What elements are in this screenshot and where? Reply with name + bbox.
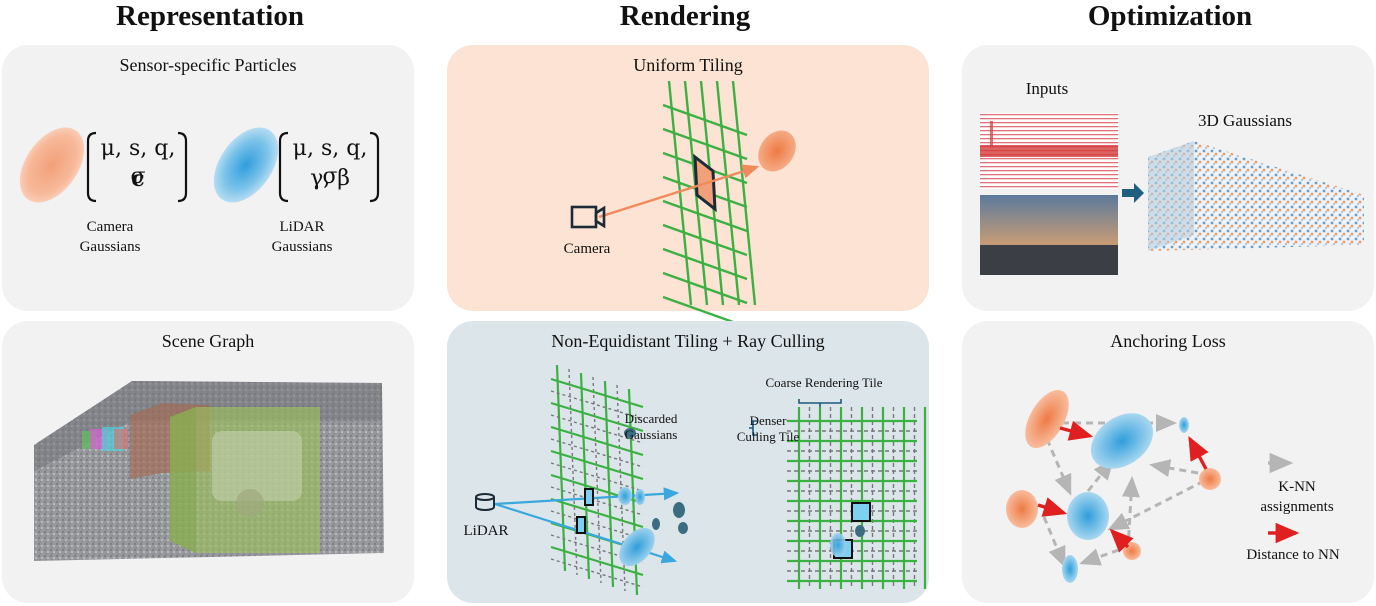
grid-line — [550, 390, 644, 420]
grid-line — [550, 414, 644, 444]
grid-line — [550, 558, 644, 588]
camera-gaussian-shape — [19, 127, 85, 203]
grid-line — [731, 80, 757, 306]
panel-title: Non-Equidistant Tiling + Ray Culling — [551, 331, 825, 351]
non-equidistant-figure — [475, 364, 927, 596]
optimization-inputs-figure — [980, 113, 1364, 275]
grid-line — [715, 80, 741, 306]
uniform-tiling-figure — [570, 80, 796, 329]
grid-line — [555, 364, 567, 572]
grid-line — [592, 376, 602, 584]
coarse-rendering-tile-label: Coarse Rendering Tile — [765, 375, 883, 390]
grid-line — [662, 103, 748, 137]
lidar-label: LiDAR — [463, 523, 509, 539]
panel-title: Sensor-specific Particles — [119, 55, 297, 75]
grid-line — [550, 510, 644, 540]
panel-sensor-particles: Sensor-specific Particles μ, s, q, σ c μ… — [2, 45, 414, 311]
panel-uniform-tiling: Uniform Tiling Camera — [447, 45, 929, 329]
grid-line — [550, 425, 644, 457]
grid-line — [550, 401, 644, 433]
grid-line — [550, 449, 644, 481]
grid-line — [579, 372, 591, 580]
camera-params-row1: μ, s, q, σ — [100, 136, 176, 189]
scene-graph-figure — [34, 381, 384, 561]
panel-title: Anchoring Loss — [1110, 331, 1226, 351]
panel-title: Scene Graph — [161, 331, 255, 351]
lidar-gaussian-shape — [213, 127, 279, 203]
column-title-representation: Representation — [116, 0, 304, 32]
camera-params-row2: c — [131, 166, 145, 192]
lidar-icon — [475, 493, 495, 511]
grid-line — [550, 462, 644, 492]
distance-legend-label: Distance to NN — [1246, 547, 1340, 563]
inputs-label: Inputs — [1025, 79, 1069, 98]
grid-line — [603, 380, 615, 588]
panel-anchoring-loss: Anchoring Loss — [962, 321, 1374, 603]
grid-line — [550, 486, 644, 516]
grid-line — [616, 384, 626, 592]
grid-line — [568, 368, 578, 576]
camera-icon — [570, 205, 606, 229]
lidar-params-row2: γ, β — [310, 166, 350, 191]
panel-optimization-inputs: Inputs 3D Gaussians — [962, 45, 1374, 311]
panel-title: Uniform Tiling — [633, 55, 743, 75]
grid-line — [550, 497, 644, 529]
camera-label: Camera — [563, 241, 611, 257]
particles-figure — [19, 127, 380, 203]
grid-line — [550, 438, 644, 468]
grid-line — [662, 127, 748, 161]
grid-line — [662, 247, 748, 281]
grid-line — [667, 80, 693, 306]
column-title-optimization: Optimization — [1087, 0, 1253, 32]
grid-line — [662, 271, 748, 305]
panel-scene-graph: Scene Graph — [2, 321, 414, 603]
grid-line — [662, 199, 748, 233]
anchoring-loss-figure — [1006, 390, 1300, 583]
lidar-params-row1: μ, s, q, σ — [292, 136, 368, 189]
gaussians-3d-label: 3D Gaussians — [1198, 111, 1292, 130]
grid-line — [550, 545, 644, 577]
grid-line — [550, 377, 644, 409]
panel-non-equidistant-tiling: Non-Equidistant Tiling + Ray Culling — [447, 321, 929, 603]
grid-line — [662, 223, 748, 257]
column-title-rendering: Rendering — [619, 0, 751, 32]
